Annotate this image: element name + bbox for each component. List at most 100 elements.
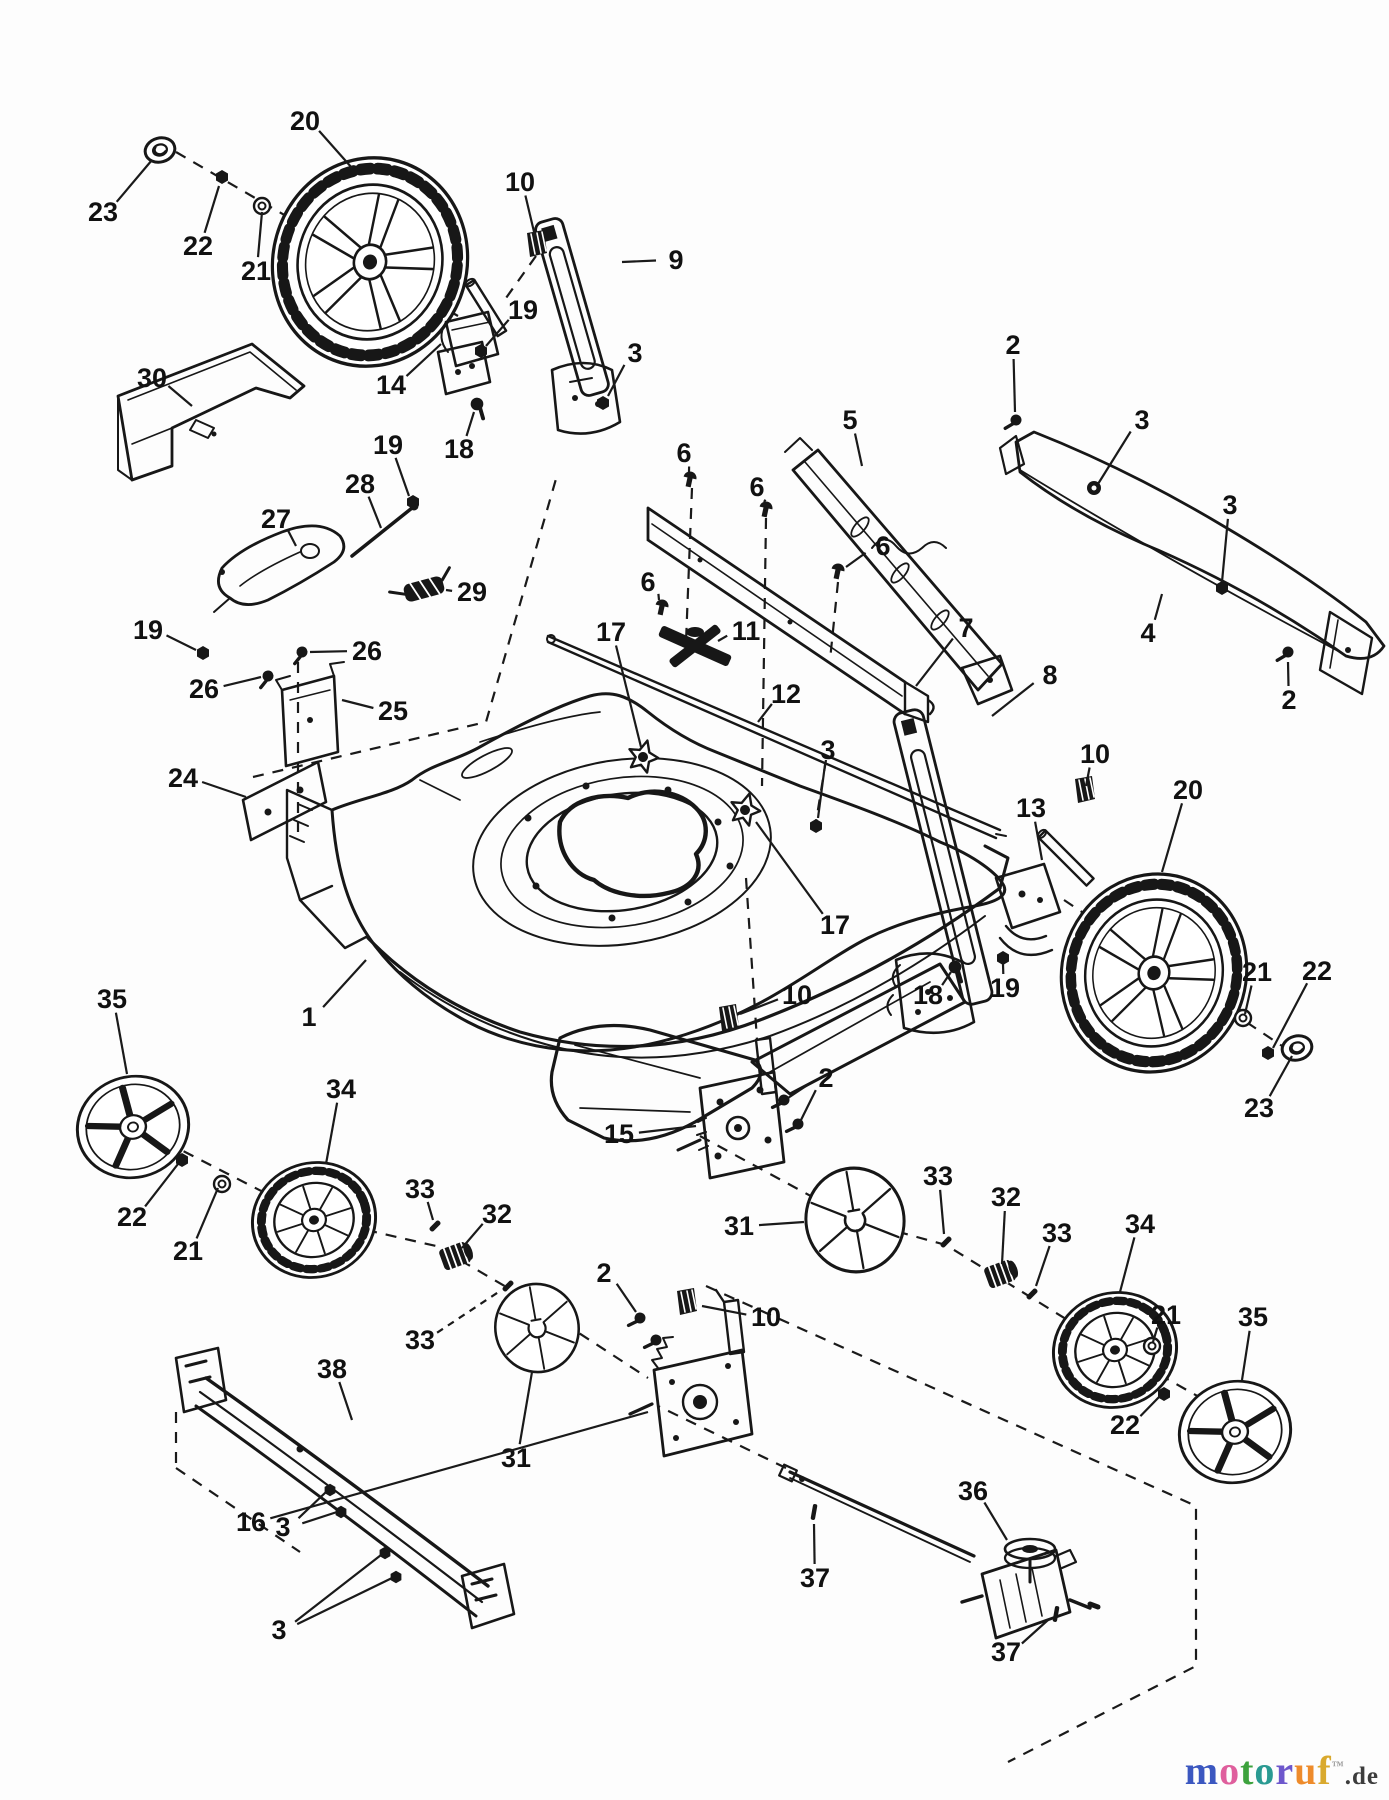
part-label-11: 11 (732, 616, 761, 646)
leader-line (939, 1189, 946, 1235)
watermark-motoruf: motoruf™.de (1185, 1747, 1379, 1794)
callout-17: 17 (596, 617, 643, 748)
leader-line (114, 1012, 129, 1075)
watermark-letter: f (1317, 1748, 1332, 1793)
leader-line (301, 1510, 338, 1525)
part-label-10: 10 (751, 1302, 781, 1332)
leader-line (367, 496, 383, 529)
callout-5: 5 (842, 405, 864, 467)
leader-line (286, 529, 297, 547)
leader-line (1084, 767, 1091, 787)
part-label-10: 10 (1080, 739, 1110, 769)
axle-bracket-13 (994, 828, 1095, 957)
callout-23: 23 (88, 159, 153, 227)
part-label-2: 2 (1281, 685, 1296, 715)
leader-line (426, 1201, 435, 1221)
part-label-31: 31 (724, 1211, 754, 1241)
leader-line (739, 998, 779, 1016)
callout-2: 2 (1281, 661, 1297, 715)
callout-9: 9 (621, 245, 684, 275)
part-label-19: 19 (133, 615, 163, 645)
callout-22: 22 (117, 1163, 179, 1232)
callout-6: 6 (640, 567, 661, 601)
leader-line (1240, 1330, 1251, 1381)
callout-22: 22 (1110, 1395, 1161, 1440)
callout-34: 34 (324, 1074, 356, 1165)
part-label-6: 6 (749, 472, 764, 502)
watermark-letter: t (1240, 1748, 1255, 1793)
callout-16: 16 (236, 1410, 649, 1537)
callout-10: 10 (505, 167, 537, 237)
leader-line (115, 159, 153, 203)
part-label-3: 3 (271, 1615, 286, 1645)
leader-line (621, 259, 657, 264)
leader-line (1012, 358, 1017, 413)
leader-line (485, 319, 510, 347)
leader-line (461, 1223, 484, 1249)
callout-38: 38 (317, 1354, 354, 1421)
leader-line (763, 499, 767, 503)
part-label-22: 22 (1302, 956, 1332, 986)
deflector-30 (116, 342, 306, 482)
gear-cover-15 (676, 1036, 786, 1180)
part-label-37: 37 (991, 1637, 1021, 1667)
height-adjuster-bracket-8 (886, 708, 994, 1035)
part-label-22: 22 (1110, 1410, 1140, 1440)
callout-35: 35 (1238, 1302, 1268, 1381)
spring-29 (388, 566, 451, 602)
part-label-17: 17 (820, 910, 850, 940)
part-label-18: 18 (444, 434, 474, 464)
part-label-36: 36 (958, 1476, 988, 1506)
leader-line (1000, 1210, 1006, 1265)
callout-6: 6 (845, 531, 891, 568)
axle-shaft (778, 1463, 976, 1563)
callout-12: 12 (757, 679, 801, 723)
leader-line (853, 433, 864, 467)
callout-31: 31 (724, 1211, 805, 1241)
part-label-3: 3 (820, 735, 835, 765)
part-label-18: 18 (913, 980, 943, 1010)
hardware-glyphs (140, 133, 1317, 1624)
support-channel-5 (784, 437, 1014, 706)
socket-3-hole (1091, 485, 1097, 491)
watermark-tm: ™ (1331, 1758, 1345, 1773)
part-label-35: 35 (97, 984, 127, 1014)
part-label-30: 30 (137, 363, 167, 393)
leader-line (607, 364, 626, 397)
part-label-34: 34 (1125, 1209, 1155, 1239)
leader-line (816, 763, 827, 819)
watermark-letter: o (1254, 1748, 1276, 1793)
washer-21-icon (1233, 1008, 1253, 1028)
callout-33: 33 (405, 1290, 501, 1355)
part-label-33: 33 (405, 1174, 435, 1204)
callout-2: 2 (1005, 330, 1021, 413)
callout-21: 21 (1151, 1300, 1181, 1343)
callout-35: 35 (97, 984, 129, 1075)
part-label-22: 22 (183, 231, 213, 261)
deck-bolt-holes (524, 782, 734, 922)
part-label-12: 12 (771, 679, 801, 709)
leader-line (324, 1102, 339, 1165)
callout-21: 21 (173, 1187, 220, 1266)
watermark-letter: o (1219, 1748, 1241, 1793)
leader-line (1151, 1327, 1159, 1343)
leader-line (296, 1577, 393, 1626)
part-label-10: 10 (505, 167, 535, 197)
leader-line (1034, 1245, 1051, 1287)
leader-line (787, 1083, 809, 1099)
part-label-19: 19 (373, 430, 403, 460)
callout-24: 24 (168, 763, 247, 799)
leader-line (915, 637, 954, 687)
watermark-domain-suffix: .de (1344, 1763, 1379, 1790)
leader-line (614, 645, 643, 748)
callout-26: 26 (189, 674, 262, 704)
leader-line (338, 1381, 354, 1421)
part-label-2: 2 (596, 1258, 611, 1288)
leader-line (1272, 982, 1309, 1049)
part-label-32: 32 (482, 1199, 512, 1229)
handle-panel-4 (998, 430, 1386, 696)
callout-14: 14 (376, 343, 442, 400)
part-label-3: 3 (627, 338, 642, 368)
part-label-29: 29 (457, 577, 487, 607)
